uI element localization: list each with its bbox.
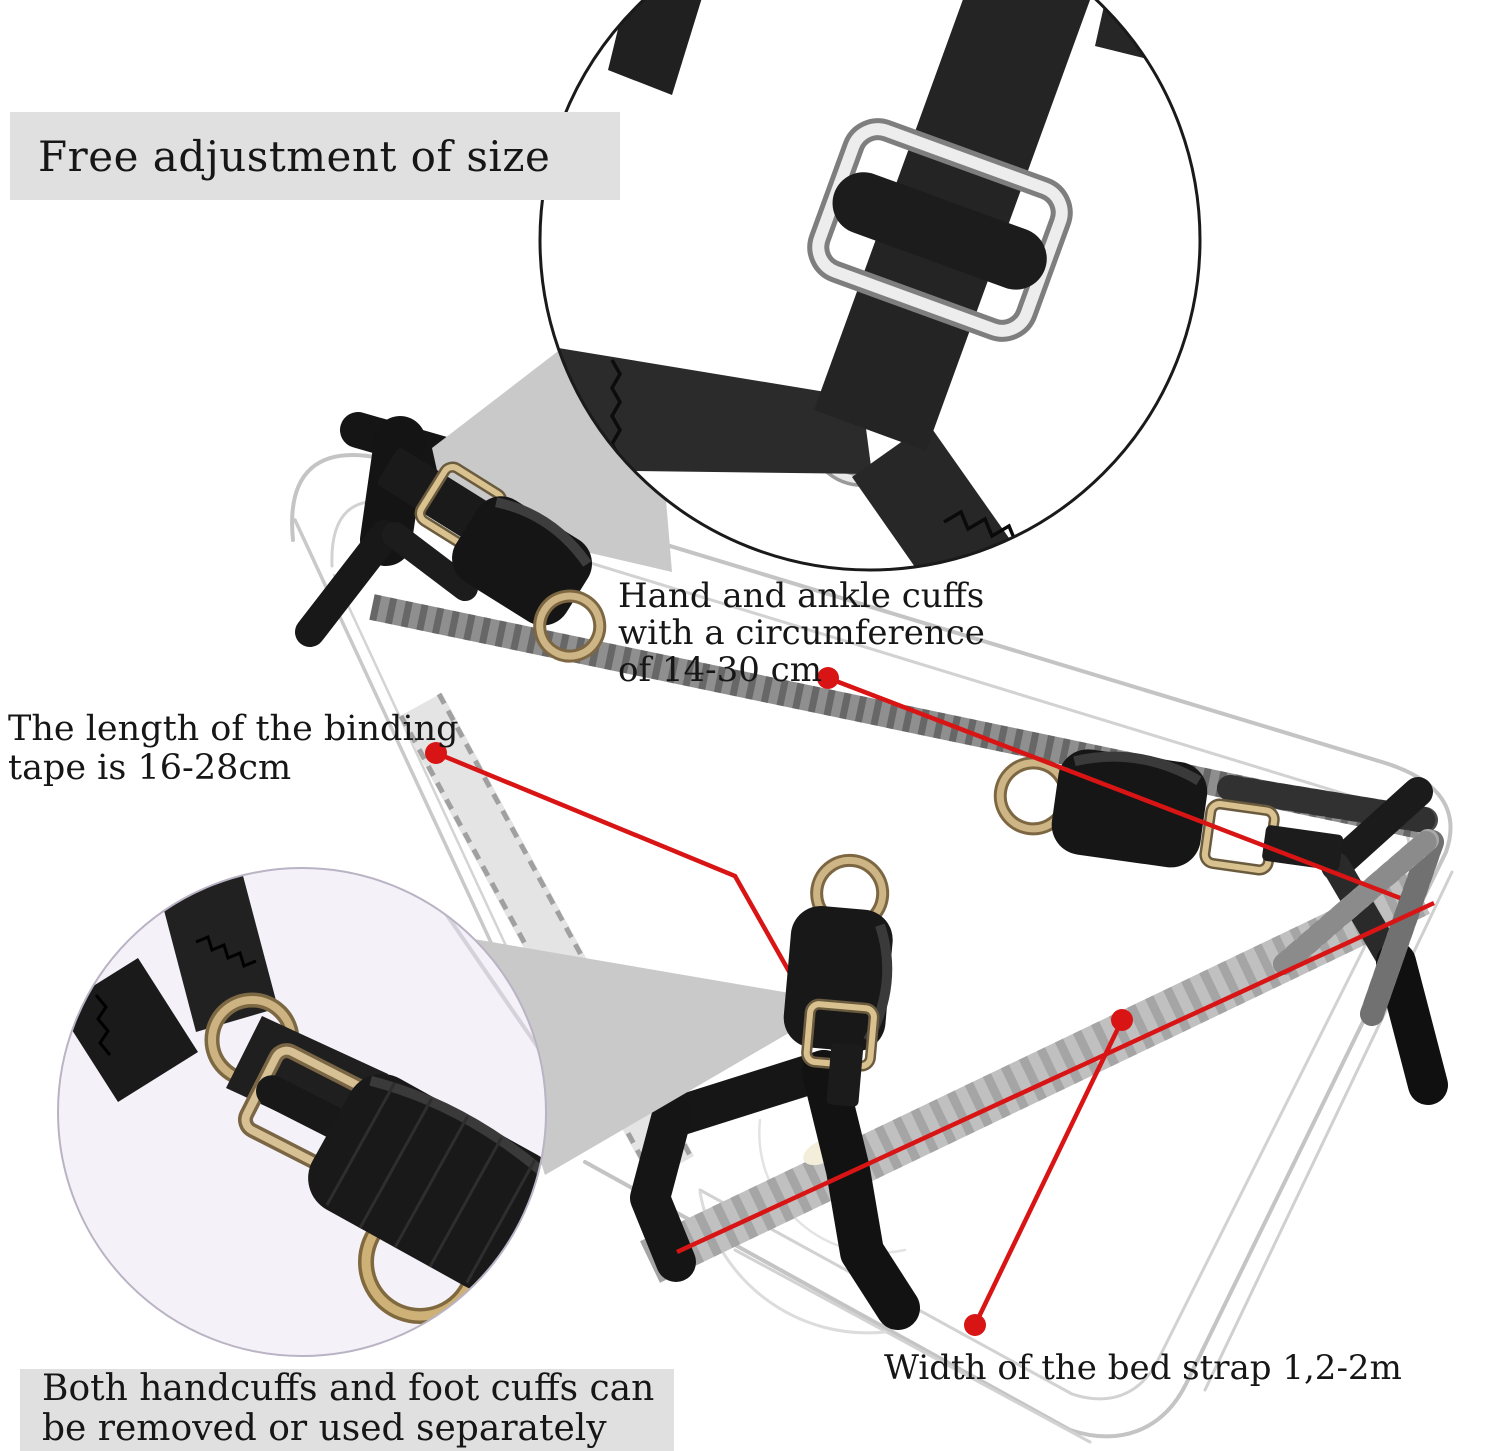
- red-annotations: [425, 667, 1435, 1336]
- annotation-line: Hand and ankle cuffs: [618, 576, 985, 616]
- annotation-line: with a circumference: [618, 613, 985, 653]
- silver-slider-buckle-icon: [807, 118, 1073, 342]
- annotation-dot-strap: [1111, 1009, 1133, 1031]
- corner-strap-right: [1217, 775, 1448, 1105]
- note-line: Both handcuffs and foot cuffs can: [42, 1368, 655, 1409]
- cuff-strap-left: [58, 958, 198, 1102]
- cuff-center: [783, 853, 893, 1107]
- annotation-dot-cuffsize: [817, 667, 839, 689]
- annotation-line-width: [972, 1019, 1125, 1326]
- strap-length-line: [676, 900, 1435, 1255]
- annotation-dot-binding: [425, 742, 447, 764]
- cuff-strap-top: [160, 872, 278, 1032]
- annotation-line-cuffsize: [827, 675, 1401, 901]
- annotation-cuff-size: Hand and ankle cuffs with a circumferenc…: [618, 578, 985, 689]
- annotation-line: of 14-30 cm: [618, 650, 822, 690]
- note-banner: Both handcuffs and foot cuffs can be rem…: [20, 1369, 674, 1451]
- top-left-strap-bit: [608, 0, 705, 95]
- annotation-line: The length of the binding: [8, 709, 459, 749]
- magnify-beam-bottom: [468, 938, 842, 1175]
- cuff-loop: [1051, 749, 1208, 868]
- title-banner: Free adjustment of size: [10, 112, 620, 200]
- note-line: be removed or used separately: [42, 1408, 607, 1449]
- left-strap: [540, 345, 872, 474]
- annotation-line: tape is 16-28cm: [8, 748, 292, 788]
- stitch-zigzag: [94, 994, 112, 1056]
- cuff-band: [308, 1073, 546, 1291]
- corner-strap-bottom: [630, 1050, 920, 1330]
- annotation-bed-strap-width: Width of the bed strap 1,2-2m: [884, 1348, 1402, 1388]
- annotation-line: Width of the bed strap 1,2-2m: [884, 1348, 1402, 1388]
- bottom-inset-circle: [57, 867, 547, 1357]
- cuff-top-left: [377, 448, 607, 663]
- cuff-strap: [826, 1042, 864, 1107]
- cuff-right: [993, 749, 1344, 876]
- annotation-dot-width: [964, 1314, 986, 1336]
- gold-d-ring-icon: [533, 589, 607, 663]
- title-text: Free adjustment of size: [38, 131, 551, 181]
- stitch-zigzag: [609, 359, 623, 459]
- cuff-strap: [1262, 825, 1344, 871]
- stitch-zigzag: [195, 934, 257, 969]
- top-inset-circle: [538, 0, 1202, 572]
- annotation-binding-tape: The length of the binding tape is 16-28c…: [8, 710, 459, 788]
